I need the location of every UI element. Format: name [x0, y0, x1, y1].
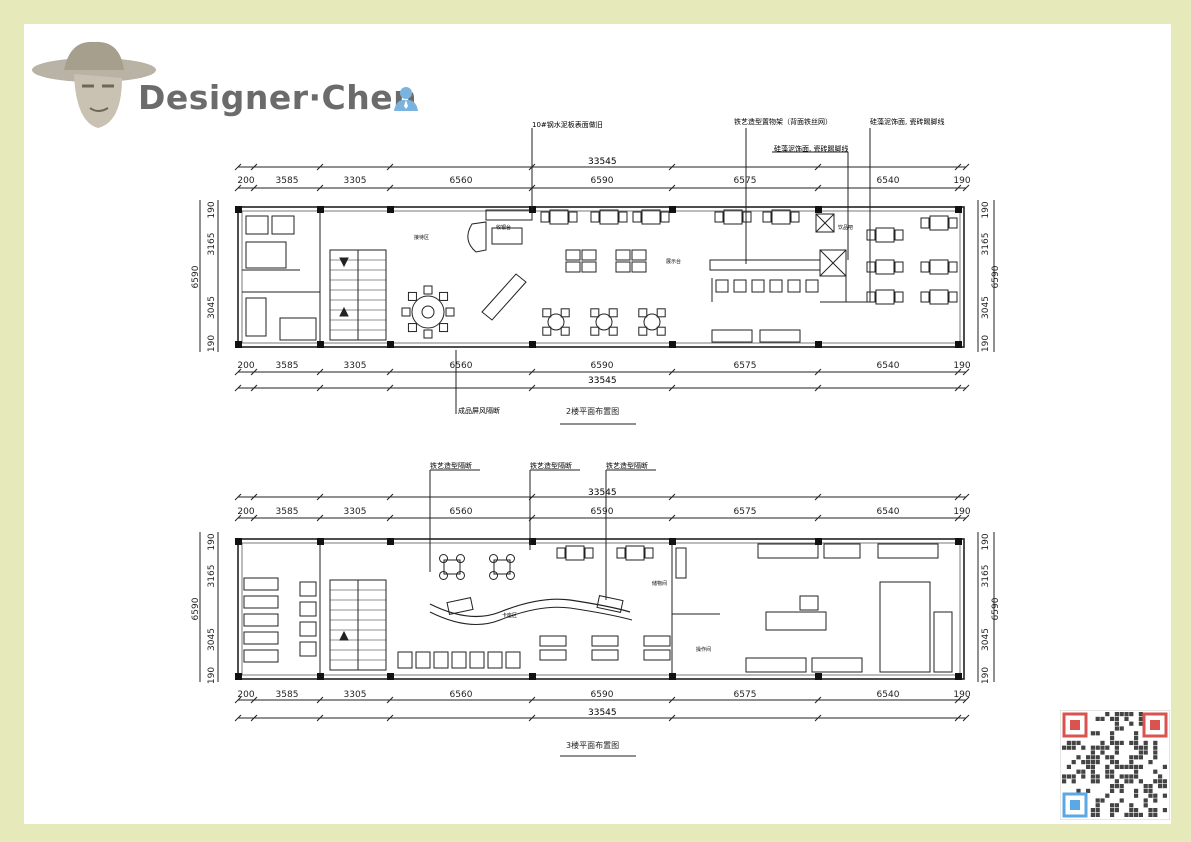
dimension-label: 6540	[877, 361, 900, 371]
plan-3f-overall-bottom: 33545	[588, 708, 617, 718]
dimension-label: 6560	[450, 690, 473, 700]
dimension-label: 3045	[981, 628, 991, 651]
dimension-label: 6540	[877, 176, 900, 186]
dimension-label: 200	[237, 507, 254, 517]
dimension-label: 6560	[450, 361, 473, 371]
dimension-label: 6590	[591, 176, 614, 186]
designer-brand: Designer·Chen	[138, 78, 418, 117]
room-label: 储物间	[652, 581, 668, 587]
plan-3f-title: 3楼平面布置图	[566, 741, 620, 750]
room-label: 收银台	[496, 225, 512, 231]
room-label: 展示台	[666, 259, 682, 265]
dimension-label: 190	[207, 533, 217, 550]
dimension-label: 3165	[981, 565, 991, 588]
dimension-label: 3585	[276, 690, 299, 700]
dimension-label: 3045	[207, 296, 217, 319]
dimension-label: 190	[981, 201, 991, 218]
room-label: 饮品吧	[838, 225, 854, 231]
dimension-label: 190	[207, 201, 217, 218]
dimension-label: 190	[981, 335, 991, 352]
plan-3f	[199, 469, 995, 757]
dimension-label: 6560	[450, 176, 473, 186]
dimension-label: 6540	[877, 690, 900, 700]
plan-2f-title: 2楼平面布置图	[566, 407, 620, 416]
dimension-label: 3305	[344, 690, 367, 700]
dimension-label: 6575	[734, 176, 757, 186]
dimension-label: 6590	[591, 361, 614, 371]
dimension-label: 3165	[207, 565, 217, 588]
dimension-label: 3585	[276, 176, 299, 186]
callout-2f-3: 硅藻泥饰面, 瓷砖踢脚线	[870, 118, 945, 126]
callout-2f-2: 铁艺造型置物架（背面铁丝网）	[734, 118, 832, 126]
dimension-label: 200	[237, 690, 254, 700]
room-label: 接待区	[414, 235, 430, 241]
dimension-label: 6540	[877, 507, 900, 517]
callout-3f-3: 铁艺造型隔断	[606, 462, 648, 470]
callout-2f-5: 成品屏风隔断	[458, 407, 500, 415]
dimension-label: 3585	[276, 361, 299, 371]
callout-2f-4: 硅藻泥饰面, 瓷砖踢脚线	[774, 145, 849, 153]
dimension-label: 6590	[591, 690, 614, 700]
dimension-label: 6560	[450, 507, 473, 517]
dimension-label: 3585	[276, 507, 299, 517]
dimension-label: 6590	[191, 265, 201, 288]
dimension-label: 6575	[734, 507, 757, 517]
dimension-label: 6590	[991, 265, 1001, 288]
dimension-label: 6590	[991, 597, 1001, 620]
callout-3f-1: 铁艺造型隔断	[430, 462, 472, 470]
room-label: 卡座区	[502, 613, 518, 619]
dimension-label: 190	[207, 335, 217, 352]
room-label: 操作间	[696, 647, 712, 653]
dimension-label: 6575	[734, 690, 757, 700]
dimension-label: 3305	[344, 176, 367, 186]
dimension-label: 190	[953, 507, 970, 517]
plan-2f-overall-bottom: 33545	[588, 376, 617, 386]
plan-2f-overall-top: 33545	[588, 157, 617, 167]
dimension-label: 190	[981, 533, 991, 550]
dimension-label: 200	[237, 361, 254, 371]
dimension-label: 6590	[191, 597, 201, 620]
dimension-label: 3045	[207, 628, 217, 651]
dimension-label: 3305	[344, 361, 367, 371]
callout-2f-1: 10#钢水泥板表面做旧	[532, 121, 603, 129]
dimension-label: 190	[207, 667, 217, 684]
dimension-label: 190	[953, 361, 970, 371]
dimension-label: 200	[237, 176, 254, 186]
callout-3f-2: 铁艺造型隔断	[530, 462, 572, 470]
dimension-label: 190	[953, 690, 970, 700]
user-icon	[394, 87, 418, 111]
dimension-label: 3165	[981, 233, 991, 256]
dimension-label: 3165	[207, 233, 217, 256]
dimension-label: 3305	[344, 507, 367, 517]
dimension-label: 6575	[734, 361, 757, 371]
dimension-label: 6590	[591, 507, 614, 517]
plan-2f	[199, 128, 995, 425]
dimension-label: 190	[953, 176, 970, 186]
portrait-icon	[32, 41, 156, 128]
plan-3f-overall-top: 33545	[588, 488, 617, 498]
qr-code-icon	[1060, 710, 1170, 820]
dimension-label: 190	[981, 667, 991, 684]
dimension-label: 3045	[981, 296, 991, 319]
